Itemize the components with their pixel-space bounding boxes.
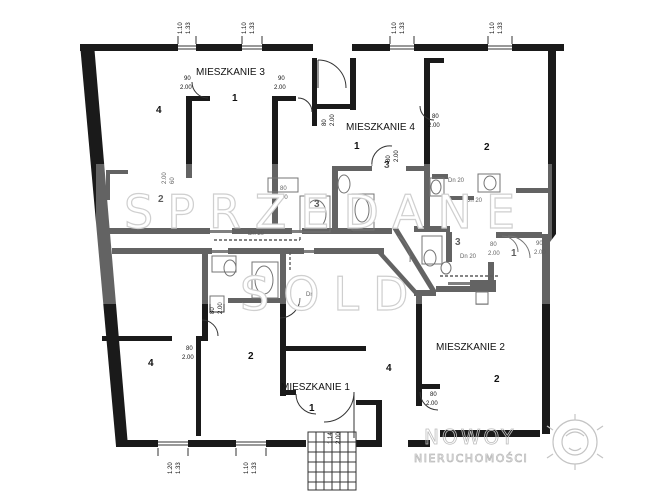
door-dimension-labels: 90 2.00 90 2.00 80 2.00 80 2.00 80 2.00 … (162, 76, 546, 407)
door-dim-200-k: 2.00 (426, 401, 438, 407)
apartment-1-label: MIESZKANIE 1 (281, 382, 350, 393)
room-number: 3 (314, 199, 320, 210)
door-swings (191, 59, 531, 438)
door-dim-80-b: 80 (432, 114, 439, 120)
outer-walls (80, 44, 564, 447)
room-number: 1 (511, 248, 517, 259)
apartment-3-label: MIESZKANIE 3 (196, 67, 265, 78)
dim-bot3-a: 1.14 (328, 432, 334, 444)
dim-top4-a: 1.10 (490, 22, 496, 34)
door-dim-200-c: 2.00 (330, 114, 336, 126)
room-number: 1 (309, 403, 315, 414)
door-dim-200-l: 2.00 (162, 172, 168, 184)
dim-top3-b: 1.33 (400, 22, 406, 34)
dim-bot1-a: 1.20 (168, 462, 174, 474)
dim-top2-a: 1.10 (242, 22, 248, 34)
door-dim-60-a: 60 (170, 177, 176, 184)
bathroom-fixtures (209, 173, 501, 313)
dim-top4-b: 1.33 (498, 22, 504, 34)
dim-bot3-b: 2.00 (336, 432, 342, 444)
room-number: 2 (494, 374, 500, 385)
watermark-brand: NOWOY (424, 425, 516, 449)
dn20-label-b: Dn 20 (466, 198, 483, 204)
dim-bot2-b: 1.33 (252, 462, 258, 474)
door-dim-200-e: 2.00 (394, 150, 400, 162)
apartment-labels: MIESZKANIE 3 MIESZKANIE 4 MIESZKANIE 2 M… (196, 67, 505, 393)
dim-top2-b: 1.33 (250, 22, 256, 34)
door-dim-80-c: 80 (386, 155, 392, 162)
room-number: 2 (248, 351, 254, 362)
pipe-lines (214, 196, 500, 277)
windows-bottom (158, 441, 266, 446)
room-number: 4 (156, 105, 162, 116)
bottom-dimension-labels: 1.20 1.33 1.10 1.33 1.14 2.00 (168, 432, 342, 474)
room-number: 1 (354, 141, 360, 152)
dim-bot2-a: 1.10 (244, 462, 250, 474)
door-dim-200-j: 2.00 (534, 250, 546, 256)
dim-top1-b: 1.33 (186, 22, 192, 34)
dim-bot1-b: 1.33 (176, 462, 182, 474)
room-number: 2 (484, 142, 490, 153)
door-dim-80-h: 80 (430, 392, 437, 398)
dim-top3-a: 1.10 (392, 22, 398, 34)
dn20-label-a: Dn 20 (448, 178, 465, 184)
room-number: 3 (384, 160, 390, 171)
door-dim-80-g: 80 (186, 346, 193, 352)
dim-top1-a: 1.10 (178, 22, 184, 34)
dn20-label-c: Dn 20 (248, 231, 265, 237)
door-dim-90-b: 90 (184, 76, 191, 82)
dn-label-a: Dn (306, 292, 314, 298)
room-number: 3 (455, 237, 461, 248)
door-dim-200-b: 2.00 (180, 85, 192, 91)
door-dim-80-a: 80 (322, 119, 328, 126)
watermark-lion-icon (546, 414, 604, 470)
door-dim-200-a: 2.00 (274, 85, 286, 91)
drain-labels: Dn 20 Dn 20 Dn 20 Dn 20 Dn (248, 178, 483, 298)
internal-walls (100, 58, 548, 440)
top-dimension-labels: 1.10 1.33 1.10 1.33 1.10 1.33 1.10 1.33 (178, 22, 504, 34)
door-dim-80-e: 80 (490, 242, 497, 248)
windows-top (178, 45, 512, 50)
door-dim-200-d: 2.00 (428, 123, 440, 129)
door-dim-200-f: 2.00 (276, 195, 288, 201)
room-number: 1 (232, 93, 238, 104)
door-dim-90-a: 90 (278, 76, 285, 82)
room-number: 4 (386, 363, 392, 374)
door-dim-80-f: 80 (210, 307, 216, 314)
brand-watermark: NOWOY NIERUCHOMOŚCI (414, 414, 604, 470)
door-dim-200-g: 2.00 (488, 251, 500, 257)
door-dim-80-d: 80 (280, 186, 287, 192)
door-dim-90-c: 90 (536, 241, 543, 247)
dimension-guides (157, 36, 513, 456)
dn20-label-d: Dn 20 (460, 254, 477, 260)
apartment-2-label: MIESZKANIE 2 (436, 342, 505, 353)
hatched-strips (210, 230, 470, 285)
door-dim-200-i: 2.00 (182, 355, 194, 361)
room-number: 2 (158, 194, 164, 205)
sold-overlay-line2: SOLD (240, 267, 422, 321)
apartment-4-label: MIESZKANIE 4 (346, 122, 415, 133)
room-number: 4 (148, 358, 154, 369)
sold-overlay: SPRZEDANE SOLD (96, 164, 552, 322)
watermark-subtitle: NIERUCHOMOŚCI (414, 452, 528, 465)
sold-overlay-line1: SPRZEDANE (124, 185, 529, 239)
room-numbers: 4 1 1 2 3 2 3 3 1 4 2 4 1 2 (148, 93, 517, 414)
entrance-stairs (307, 431, 357, 491)
door-dim-200-h: 2.00 (218, 302, 224, 314)
